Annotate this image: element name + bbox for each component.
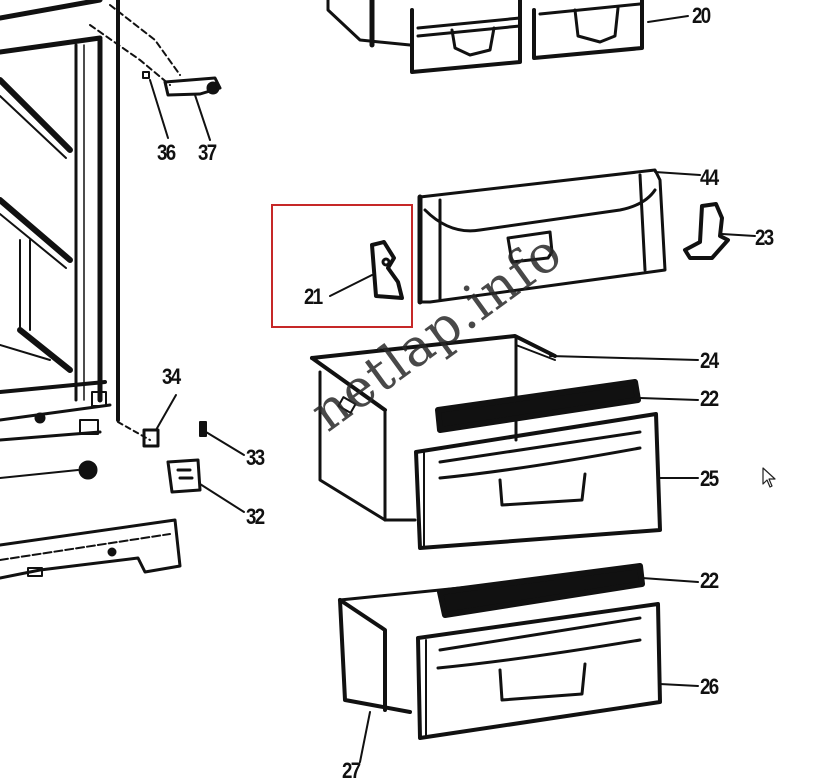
callout-44: 44 <box>700 165 719 190</box>
callout-22-lower: 22 <box>700 568 719 593</box>
callout-26: 26 <box>700 674 719 699</box>
callout-33: 33 <box>246 445 265 470</box>
callout-22-upper: 22 <box>700 386 719 411</box>
crisper-drawer-bottom <box>338 563 699 763</box>
callout-20: 20 <box>692 3 711 28</box>
highlight-box-part-21[interactable] <box>271 204 413 328</box>
callout-37: 37 <box>198 140 217 165</box>
mouse-pointer-icon <box>762 467 776 488</box>
top-drawers <box>326 0 689 74</box>
callout-24: 24 <box>700 348 719 373</box>
part-21-clip <box>329 240 404 300</box>
callout-23: 23 <box>755 225 774 250</box>
lower-hardware <box>0 394 245 580</box>
fridge-frame <box>0 0 120 442</box>
callout-21: 21 <box>304 284 323 309</box>
callout-34: 34 <box>162 364 181 389</box>
crisper-drawer-middle <box>310 334 699 550</box>
callout-25: 25 <box>700 466 719 491</box>
crisper-cover <box>417 168 701 305</box>
callout-36: 36 <box>157 140 176 165</box>
callout-32: 32 <box>246 504 265 529</box>
callout-27: 27 <box>342 758 361 783</box>
part-23-bracket <box>683 202 756 260</box>
